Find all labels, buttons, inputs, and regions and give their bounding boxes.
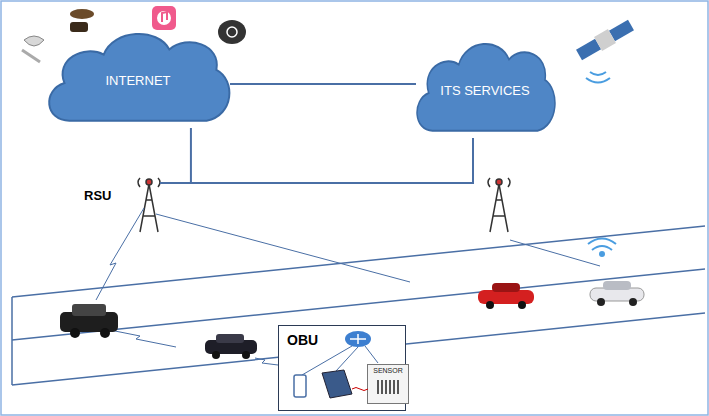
satellite: [575, 18, 635, 62]
sensor-box: SENSOR: [367, 364, 409, 404]
wifi-signal: [586, 72, 616, 256]
sensor-grille: [376, 380, 400, 394]
internet-cloud: INTERNET: [40, 24, 236, 136]
obu-box: OBU SENSOR: [278, 325, 406, 411]
node-label: ITS SERVICES: [440, 83, 529, 98]
its-services-cloud: ITS SERVICES: [410, 34, 560, 146]
network-link: [191, 128, 473, 183]
device-label: RSU: [84, 188, 111, 203]
network-link: [230, 83, 416, 85]
node-label: INTERNET: [106, 73, 171, 88]
node-label: SENSOR: [368, 365, 408, 374]
backbone-stub: [160, 182, 191, 184]
node-label: OBU: [287, 332, 318, 348]
